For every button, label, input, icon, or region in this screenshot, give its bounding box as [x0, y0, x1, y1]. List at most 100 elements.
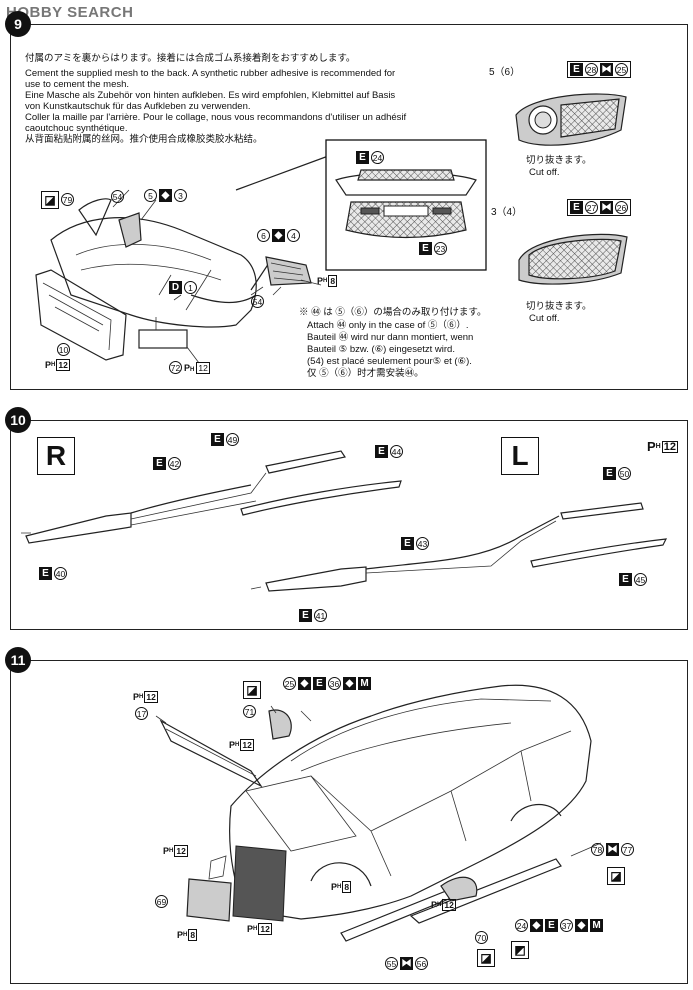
sprue-e-letter: E	[401, 537, 414, 550]
ph8a-number: 8	[188, 929, 198, 941]
part-17-label: 17	[135, 707, 148, 720]
note-fr: (54) est placé seulement pour⑤ et (⑥).	[307, 356, 472, 367]
cut-off-jp-1: 切り抜きます。	[526, 155, 592, 166]
sprue-d1-number: 1	[184, 281, 197, 294]
fr-intro-2: caoutchouc synthétique.	[25, 123, 128, 134]
remove-icon: ⧓	[600, 201, 613, 214]
ph12c-number: 12	[174, 845, 188, 857]
part-6-number: 6	[257, 229, 270, 242]
note-de-2: Bauteil ⑤ bzw. (⑥) eingesetzt wird.	[307, 344, 455, 355]
sprue-e-letter: E	[419, 242, 432, 255]
part-6-to-4-label: 6 ◆ 4	[257, 229, 300, 242]
part-17-number: 17	[135, 707, 148, 720]
attach-icon: ◆	[159, 189, 172, 202]
part-25-number: 25	[283, 677, 296, 690]
note-cn: 仅 ⑤（⑥）时才需安装㊹。	[307, 368, 424, 379]
part-70-label: 70	[475, 931, 488, 944]
part-55-number: 55	[385, 957, 398, 970]
r77-number: 77	[621, 843, 634, 856]
attach-icon: ◆	[530, 919, 543, 932]
fr-intro-1: Coller la maille par l'arrière. Pour le …	[25, 112, 407, 123]
sprue-e-letter: E	[211, 433, 224, 446]
remove-icon: ⧓	[400, 957, 413, 970]
ph12e-number: 12	[442, 899, 456, 911]
part-79-label: 79	[61, 193, 74, 206]
e40-number: 40	[54, 567, 67, 580]
e44-number: 44	[390, 445, 403, 458]
cut-off-en-1: Cut off.	[529, 167, 560, 178]
e43-number: 43	[416, 537, 429, 550]
e36-number: 36	[328, 677, 341, 690]
cut-off-jp-2: 切り抜きます。	[526, 301, 592, 312]
left-side-label: L	[501, 437, 539, 475]
ph12a-number: 12	[56, 359, 70, 371]
site-logo: HOBBY SEARCH	[6, 4, 133, 21]
e27-r26-label: E 27 ⧓ 26	[567, 199, 631, 216]
paint-icon-79: ◪	[41, 191, 59, 209]
part-5-6-text: 5（6）	[489, 67, 521, 78]
sprue-e-letter: E	[619, 573, 632, 586]
fog-mesh-upper	[515, 93, 627, 146]
part-3-number: 3	[174, 189, 187, 202]
sprue-e-letter: E	[603, 467, 616, 480]
e28-r25-label: E 28 ⧓ 25	[567, 61, 631, 78]
step-number: 9	[5, 11, 31, 37]
step-9-panel: 9 付属のアミを裏からはります。接着には合成ゴム系接着剤をおすすめします。 Ce…	[5, 11, 688, 390]
sprue-e-letter: E	[356, 151, 369, 164]
part-55-r56-label: 55 ⧓ 56	[385, 957, 428, 970]
part-10-label: 10	[57, 343, 70, 356]
part-10-number: 10	[57, 343, 70, 356]
part-54-label: 54	[111, 190, 124, 203]
ph8-number: 8	[328, 275, 338, 287]
r25-number: 25	[615, 63, 628, 76]
part-78-number: 78	[591, 843, 604, 856]
sprue-d1-label: D 1	[169, 281, 197, 294]
e28-number: 28	[585, 63, 598, 76]
en-intro-2: use to cement the mesh.	[25, 79, 130, 90]
part-71-label: 71	[243, 705, 256, 718]
part-54-number: 54	[111, 190, 124, 203]
sprue-e-letter: E	[570, 201, 583, 214]
note-jp: ※ ㊹ は ⑤（⑥）の場合のみ取り付けます。	[299, 307, 487, 318]
paint-icon: ◩	[511, 941, 529, 959]
en-intro-1: Cement the supplied mesh to the back. A …	[25, 68, 396, 79]
step-number: 11	[5, 647, 31, 673]
paint-m-letter: M	[590, 919, 603, 932]
grille-inset-drawing	[325, 139, 487, 271]
sprue-e-letter: E	[313, 677, 326, 690]
wiper-drawing	[21, 450, 668, 592]
part-72-number: 72	[169, 361, 182, 374]
e49-number: 49	[226, 433, 239, 446]
part-79-number: 79	[61, 193, 74, 206]
paint-icon: ◪	[477, 949, 495, 967]
sprue-e-letter: E	[153, 457, 166, 470]
e50-number: 50	[618, 467, 631, 480]
sprue-e-letter: E	[545, 919, 558, 932]
ph12b-number: 12	[196, 361, 210, 374]
part-78-r77-label: 78 ⧓ 77	[591, 843, 634, 856]
e23-number: 23	[434, 242, 447, 255]
sprue-d-letter: D	[169, 281, 182, 294]
note-en: Attach ㊹ only in the case of ⑤（⑥）.	[307, 320, 469, 331]
part-24-e37-m-label: 24 ◆ E 37 ◆ M	[515, 919, 603, 932]
part-24-number: 24	[515, 919, 528, 932]
e41-number: 41	[314, 609, 327, 622]
sprue-e-letter: E	[299, 609, 312, 622]
attach-icon: ◆	[298, 677, 311, 690]
part-69-number: 69	[155, 895, 168, 908]
part-4-number: 4	[287, 229, 300, 242]
fog-mesh-lower	[518, 233, 628, 285]
part-69-label: 69	[155, 895, 168, 908]
part-54b-number: 54	[251, 295, 264, 308]
step-number: 10	[5, 407, 31, 433]
part-25-e36-m-label: 25 ◆ E 36 ◆ M	[283, 677, 371, 690]
part-54b-label: 54	[251, 295, 264, 308]
e42-number: 42	[168, 457, 181, 470]
paint-icon: ◪	[607, 867, 625, 885]
